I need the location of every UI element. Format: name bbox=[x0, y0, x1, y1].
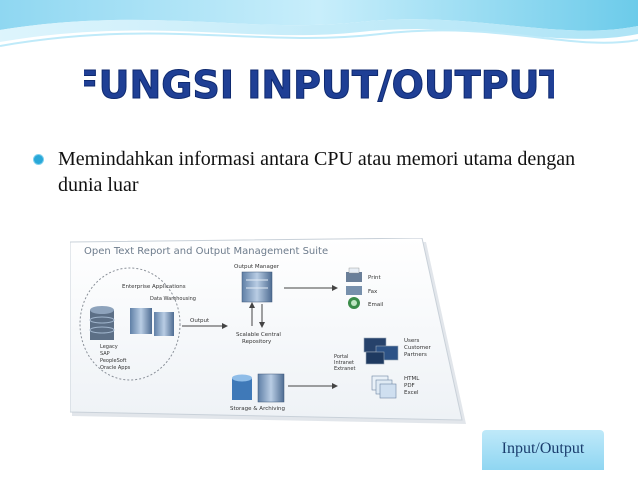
svg-text:Portal: Portal bbox=[334, 354, 348, 360]
storage-server-icon bbox=[257, 373, 285, 403]
svg-text:Partners: Partners bbox=[404, 352, 427, 358]
svg-text:Output: Output bbox=[190, 318, 210, 324]
svg-text:Intranet: Intranet bbox=[334, 360, 354, 366]
bullet-dot-icon bbox=[34, 155, 43, 164]
enterprise-apps-cluster bbox=[79, 267, 181, 381]
printer-icon bbox=[346, 267, 362, 282]
svg-text:FUNGSI INPUT/OUTPUT: FUNGSI INPUT/OUTPUT bbox=[84, 63, 554, 107]
svg-text:Users: Users bbox=[404, 338, 420, 344]
svg-text:PeopleSoft: PeopleSoft bbox=[100, 358, 127, 364]
svg-text:Storage & Archiving: Storage & Archiving bbox=[230, 406, 285, 412]
header-wave-decoration bbox=[0, 0, 638, 47]
storage-database-icon bbox=[232, 374, 252, 400]
server-icon bbox=[130, 308, 174, 336]
svg-text:Legacy: Legacy bbox=[100, 344, 118, 350]
svg-text:SAP: SAP bbox=[100, 351, 110, 357]
svg-text:Scalable Central: Scalable Central bbox=[236, 332, 281, 338]
svg-text:Output Manager: Output Manager bbox=[234, 264, 280, 270]
svg-text:Data Warehousing: Data Warehousing bbox=[150, 296, 196, 302]
architecture-diagram: Open Text Report and Output Management S… bbox=[69, 237, 470, 428]
fax-icon bbox=[346, 286, 362, 295]
email-icon bbox=[348, 297, 360, 309]
monitors-icon bbox=[363, 337, 399, 365]
svg-text:HTML: HTML bbox=[404, 376, 420, 382]
bullet-text: Memindahkan informasi antara CPU atau me… bbox=[58, 148, 576, 196]
document-formats-icon bbox=[371, 375, 397, 399]
svg-text:Oracle Apps: Oracle Apps bbox=[100, 365, 131, 371]
footer-label-box: Input/Output bbox=[482, 430, 604, 470]
diagram-heading: Open Text Report and Output Management S… bbox=[84, 246, 328, 257]
slide-title: FUNGSI INPUT/OUTPUT FUNGSI INPUT/OUTPUT bbox=[0, 54, 638, 114]
svg-text:Fax: Fax bbox=[368, 289, 378, 295]
svg-text:Excel: Excel bbox=[404, 390, 419, 396]
footer-label: Input/Output bbox=[501, 440, 585, 457]
svg-text:Print: Print bbox=[368, 275, 381, 281]
slide-title-text: FUNGSI INPUT/OUTPUT bbox=[84, 63, 554, 107]
svg-text:Repository: Repository bbox=[242, 339, 272, 345]
svg-text:Extranet: Extranet bbox=[334, 366, 355, 372]
svg-text:PDF: PDF bbox=[404, 383, 415, 389]
database-icon bbox=[89, 306, 115, 340]
svg-text:Customer: Customer bbox=[404, 345, 431, 351]
svg-text:Enterprise Applications: Enterprise Applications bbox=[122, 284, 186, 290]
svg-text:Email: Email bbox=[368, 302, 384, 308]
output-manager-server-icon bbox=[241, 271, 273, 303]
